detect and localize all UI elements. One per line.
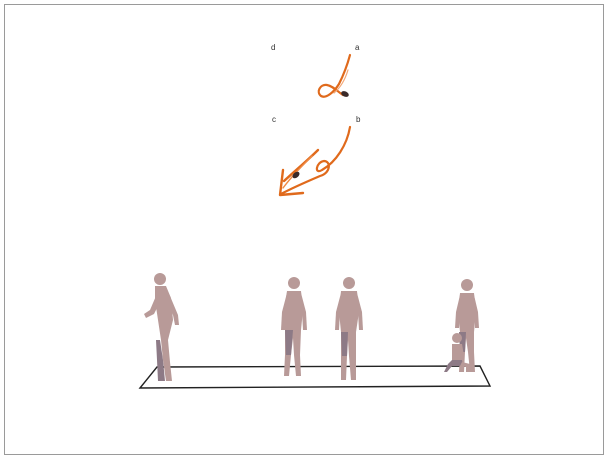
trajectory-lower: [280, 127, 350, 195]
trajectory-lower-strand: [284, 150, 318, 181]
trajectory-upper: [319, 55, 350, 98]
label-a: a: [355, 43, 360, 52]
trajectory-lower-path: [281, 127, 350, 194]
stage-floor-outline: [140, 366, 490, 388]
person-figure-3: [335, 277, 363, 380]
walker-marker-upper: [340, 90, 349, 98]
person-figure-2: [281, 277, 307, 376]
label-c: c: [272, 115, 276, 124]
person-figure-1: [144, 273, 179, 381]
label-b: b: [356, 115, 361, 124]
label-d: d: [271, 43, 275, 52]
